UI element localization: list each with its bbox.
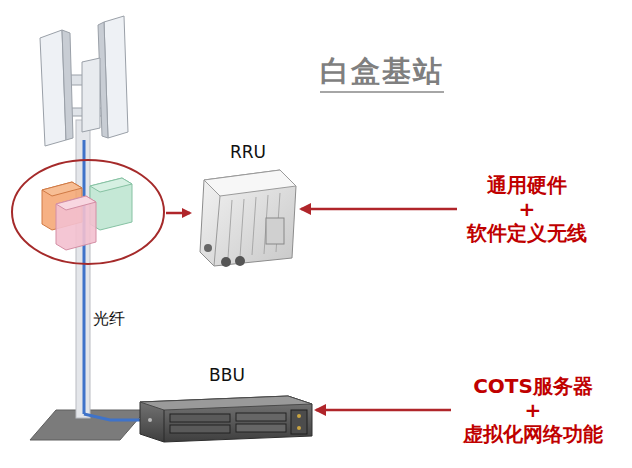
device-heading: BBU xyxy=(140,365,314,385)
note-node: COTS服务器 + 虚拟化网络功能 xyxy=(453,372,613,448)
feature-arrow xyxy=(316,409,451,412)
device-heading: RRU xyxy=(197,142,299,162)
fiber-label: 光纤 xyxy=(93,309,125,329)
feature-arrow xyxy=(301,208,457,211)
diagram-title: 白盒基站 xyxy=(320,54,444,93)
feature-note: 通用硬件 + 软件定义无线 xyxy=(459,171,595,247)
device-node: BBU xyxy=(140,365,314,443)
feature-note: COTS服务器 + 虚拟化网络功能 xyxy=(453,372,613,448)
device-node: RRU xyxy=(197,142,299,268)
note-node: 通用硬件 + 软件定义无线 xyxy=(459,171,595,247)
